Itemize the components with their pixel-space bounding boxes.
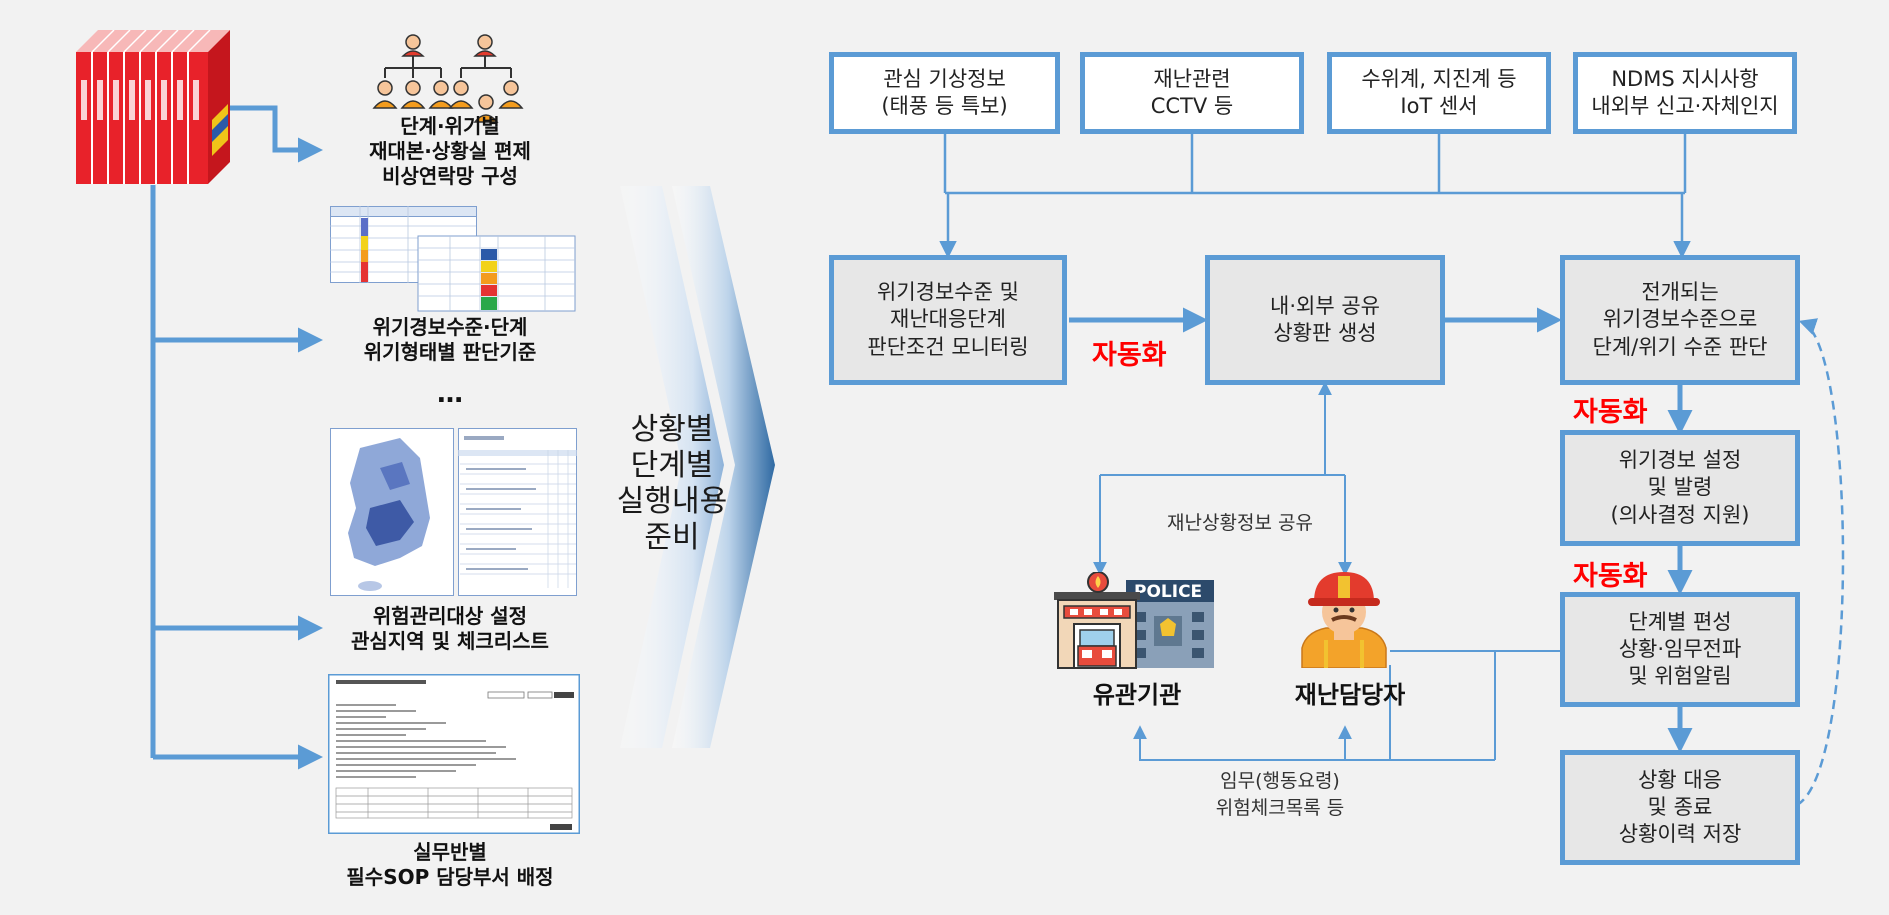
disaster-officer-icon bbox=[1301, 572, 1387, 668]
input-ndms-box: NDMS 지시사항 내외부 신고·자체인지 bbox=[1573, 52, 1797, 134]
ellipsis: … bbox=[437, 379, 463, 409]
step3-line2: 관심지역 및 체크리스트 bbox=[351, 629, 549, 653]
chevron-label: 상황별 단계별 실행내용 준비 bbox=[616, 412, 728, 555]
input-cctv-box: 재난관련 CCTV 등 bbox=[1080, 52, 1304, 134]
org-box: 단계별 편성 상황·임무전파 및 위험알림 bbox=[1560, 592, 1800, 707]
step1-text: 단계·위기별 재대본·상황실 편제 비상연락망 구성 bbox=[330, 114, 570, 189]
step2-text: 위기경보수준·단계 위기형태별 판단기준 bbox=[330, 315, 570, 365]
monitor-box: 위기경보수준 및 재난대응단계 판단조건 모니터링 bbox=[829, 255, 1067, 385]
share-label: 재난상황정보 공유 bbox=[1167, 512, 1313, 534]
auto-label-1: 자동화 bbox=[1092, 340, 1167, 371]
step1-line1: 단계·위기별 bbox=[400, 114, 500, 138]
chevron-back bbox=[620, 186, 724, 748]
input-merge-lines bbox=[939, 133, 1691, 259]
input-weather-box: 관심 기상정보 (태풍 등 특보) bbox=[829, 52, 1060, 134]
org-chart-people-icon bbox=[372, 34, 524, 123]
agency-buildings-icon: POLICE bbox=[1054, 572, 1214, 669]
step4-text: 실무반별 필수SOP 담당부서 배정 bbox=[310, 840, 590, 890]
judge-box: 전개되는 위기경보수준으로 단계/위기 수준 판단 bbox=[1560, 255, 1800, 385]
step2-line2: 위기형태별 판단기준 bbox=[363, 340, 537, 364]
issue-box: 위기경보 설정 및 발령 (의사결정 지원) bbox=[1560, 430, 1800, 546]
end-box: 상황 대응 및 종료 상황이력 저장 bbox=[1560, 750, 1800, 865]
criteria-table-thumbnail bbox=[330, 206, 576, 312]
agency-label: 유관기관 bbox=[1092, 681, 1182, 709]
mission-label: 임무(행동요령) 위험체크목록 등 bbox=[1215, 770, 1345, 819]
loop-back-arrow bbox=[1796, 318, 1845, 807]
step4-line1: 실무반별 bbox=[413, 840, 487, 864]
sop-document-thumbnail bbox=[328, 674, 580, 834]
auto-label-2: 자동화 bbox=[1573, 397, 1648, 428]
step3-text: 위험관리대상 설정 관심지역 및 체크리스트 bbox=[300, 604, 600, 654]
board-box: 내·외부 공유 상황판 생성 bbox=[1205, 255, 1445, 385]
step2-line1: 위기경보수준·단계 bbox=[372, 315, 528, 339]
police-sign-text: POLICE bbox=[1134, 582, 1202, 602]
share-lines bbox=[1093, 381, 1563, 761]
officer-label: 재난담당자 bbox=[1294, 681, 1406, 709]
manual-books-icon bbox=[76, 30, 230, 184]
step4-line2: 필수SOP 담당부서 배정 bbox=[346, 865, 554, 889]
risk-map-checklist-thumbnail bbox=[330, 428, 577, 596]
step3-line1: 위험관리대상 설정 bbox=[372, 604, 528, 628]
step1-line3: 비상연락망 구성 bbox=[382, 164, 518, 188]
input-iot-box: 수위계, 지진계 등 IoT 센서 bbox=[1327, 52, 1551, 134]
main-flow-arrows bbox=[1069, 307, 1693, 753]
left-tree-connectors bbox=[150, 105, 323, 770]
chevron-front bbox=[672, 186, 775, 748]
auto-label-3: 자동화 bbox=[1573, 561, 1648, 592]
step1-line2: 재대본·상황실 편제 bbox=[369, 139, 531, 163]
